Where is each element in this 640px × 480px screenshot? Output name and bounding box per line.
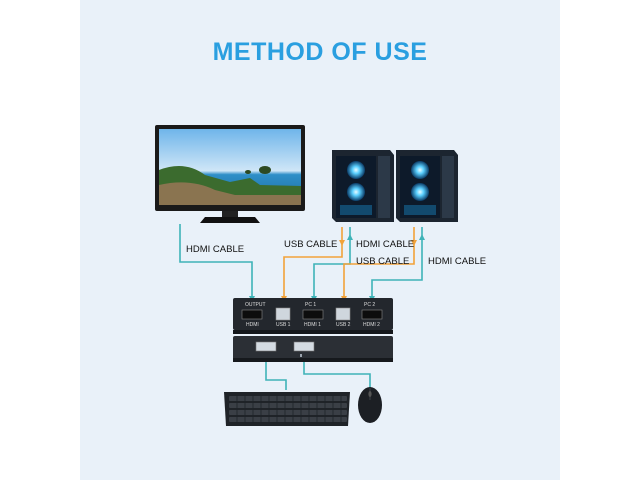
keyboard-icon bbox=[224, 392, 350, 426]
label-usb-cable-pc2: USB CABLE bbox=[356, 256, 410, 267]
port-label-hdmi1: HDMI 1 bbox=[304, 322, 321, 328]
label-usb-cable-pc1: USB CABLE bbox=[284, 239, 338, 250]
port-label-usb2: USB 2 bbox=[336, 322, 351, 328]
port-hdmi2 bbox=[361, 309, 383, 320]
hdmi-cable-pc1 bbox=[313, 227, 351, 304]
label-hdmi-cable-pc2: HDMI CABLE bbox=[428, 256, 487, 267]
port-label-usb1: USB 1 bbox=[276, 322, 291, 328]
port-label-pc2: PC 2 bbox=[364, 302, 375, 308]
usb-cable-keyboard bbox=[265, 358, 287, 390]
port-label-hdmi2: HDMI 2 bbox=[363, 322, 380, 328]
port-label-pc1: PC 1 bbox=[305, 302, 316, 308]
kvm-switch-icon: OUTPUT HDMI PC 1 USB 1 HDMI 1 PC 2 USB 2… bbox=[233, 298, 393, 334]
front-usb-port-mouse bbox=[293, 341, 315, 352]
front-usb-port-keyboard bbox=[255, 341, 277, 352]
label-hdmi-cable-monitor: HDMI CABLE bbox=[186, 244, 245, 255]
port-output-hdmi bbox=[241, 309, 263, 320]
port-label-output: OUTPUT bbox=[245, 302, 266, 308]
page-title: METHOD OF USE bbox=[212, 38, 428, 66]
mouse-icon bbox=[358, 387, 382, 423]
pc-tower-icon bbox=[332, 150, 394, 222]
monitor-icon bbox=[155, 125, 305, 223]
port-usb2 bbox=[335, 307, 351, 321]
port-usb1 bbox=[275, 307, 291, 321]
label-hdmi-cable-pc1: HDMI CABLE bbox=[356, 239, 415, 250]
kvm-switch-front-icon bbox=[233, 336, 393, 362]
usb-cable-mouse bbox=[303, 358, 371, 388]
hdmi-cable-monitor bbox=[179, 224, 253, 304]
port-hdmi1 bbox=[302, 309, 324, 320]
pc-tower-icon bbox=[396, 150, 458, 222]
hdmi-cable-pc2 bbox=[371, 227, 423, 304]
port-label-output-hdmi: HDMI bbox=[246, 322, 259, 328]
